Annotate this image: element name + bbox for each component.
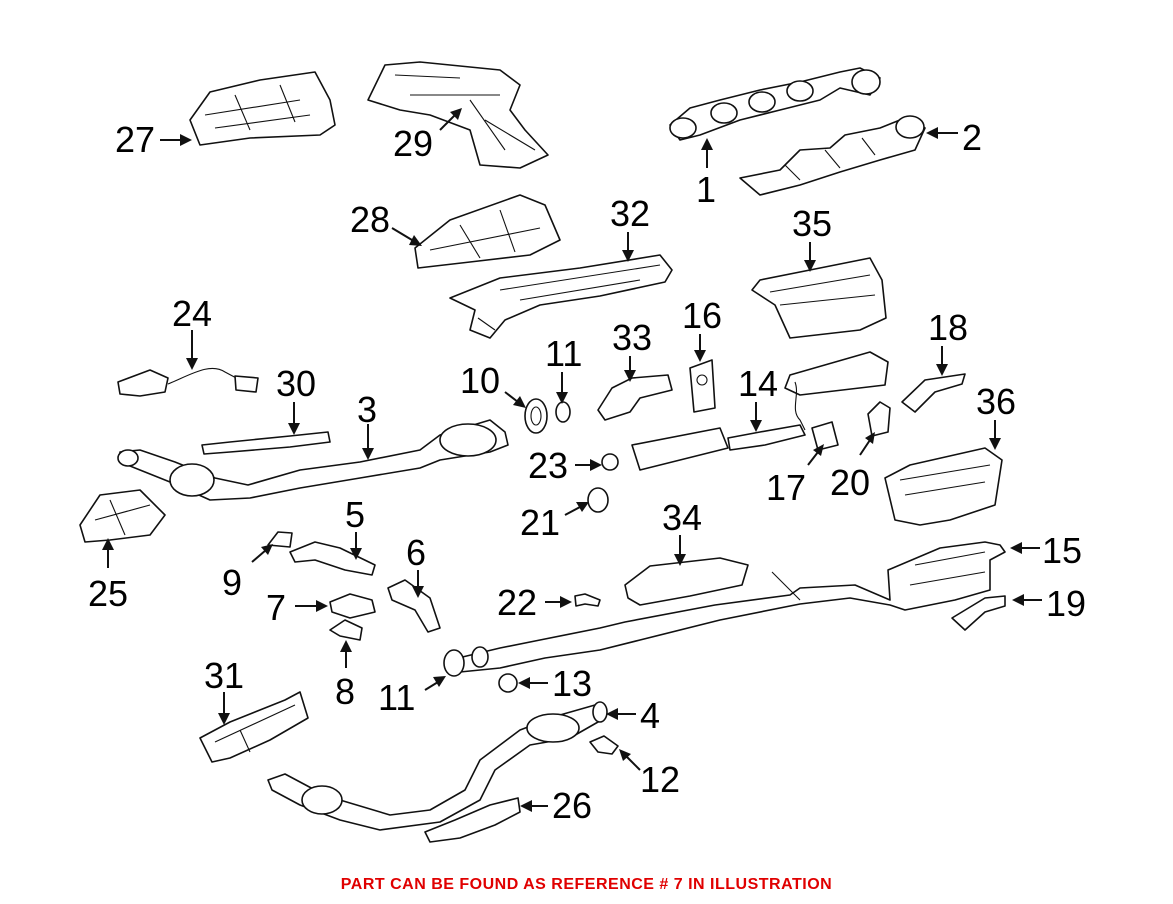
part-11-ring: [555, 401, 571, 423]
callout-23: 23: [528, 445, 568, 486]
callout-15: 15: [1042, 530, 1082, 571]
callout-26: 26: [552, 785, 592, 826]
part-18-bracket: [901, 373, 966, 413]
part-20-hanger: [867, 401, 891, 437]
reference-note: PART CAN BE FOUND AS REFERENCE # 7 IN IL…: [340, 876, 833, 893]
part-12-bolt: [589, 735, 619, 755]
callout-18: 18: [928, 307, 968, 348]
callout-32: 32: [610, 193, 650, 234]
callout-31: 31: [204, 655, 244, 696]
callout-8: 8: [335, 671, 355, 712]
part-6-bracket: [387, 579, 441, 633]
part-22-bolt: [574, 593, 601, 607]
part-9-bracket: [267, 531, 293, 548]
part-32-heat-shield: [449, 254, 673, 339]
part-28-heat-shield: [414, 194, 561, 269]
callout-3: 3: [357, 389, 377, 430]
part-15-rear-muffler: [443, 541, 1006, 677]
part-33-bracket: [597, 374, 673, 421]
callout-30: 30: [276, 363, 316, 404]
callout-35: 35: [792, 203, 832, 244]
part-27-heat-shield: [189, 71, 336, 146]
callout-17: 17: [766, 467, 806, 508]
callout-20: 20: [830, 462, 870, 503]
part-34-heat-shield: [624, 557, 749, 606]
callout-27: 27: [115, 119, 155, 160]
callout-28: 28: [350, 199, 390, 240]
part-23-nut: [601, 453, 619, 471]
leader-arrows: [102, 108, 1042, 812]
part-25-heat-shield: [79, 489, 166, 543]
callout-6: 6: [406, 532, 426, 573]
part-13-nut: [498, 673, 518, 693]
part-5-bracket: [289, 541, 376, 576]
callout-25: 25: [88, 573, 128, 614]
callout-14: 14: [738, 363, 778, 404]
callout-13: 13: [552, 663, 592, 704]
part-3-front-pipe-converter: [117, 419, 509, 501]
callout-9: 9: [222, 562, 242, 603]
part-19-bracket: [951, 595, 1006, 631]
part-14-pipe-muffler: [631, 351, 889, 471]
part-24-oxygen-sensor: [117, 367, 259, 397]
callout-24: 24: [172, 293, 212, 334]
callout-16: 16: [682, 295, 722, 336]
callout-19: 19: [1046, 583, 1086, 624]
callout-11-upper: 11: [545, 333, 582, 374]
callout-1: 1: [696, 169, 716, 210]
part-36-heat-shield: [884, 447, 1003, 526]
part-31-heat-shield: [199, 691, 309, 763]
callout-5: 5: [345, 494, 365, 535]
callout-36: 36: [976, 381, 1016, 422]
callout-4: 4: [640, 695, 660, 736]
callout-29: 29: [393, 123, 433, 164]
part-10-gasket: [524, 398, 548, 434]
part-16-hanger: [689, 359, 716, 413]
callout-labels: 1 2 3 4 5 6 7 8 9 10 11 12 13 14 15 16 1…: [88, 117, 1086, 826]
callout-10: 10: [460, 360, 500, 401]
callout-33: 33: [612, 317, 652, 358]
part-7-clamp: [329, 593, 376, 619]
callout-21: 21: [520, 502, 560, 543]
callout-7: 7: [266, 587, 286, 628]
part-8-clamp: [329, 619, 363, 641]
part-17-clamp: [811, 421, 839, 451]
callout-22: 22: [497, 582, 537, 623]
part-21-gasket: [587, 487, 609, 513]
callout-34: 34: [662, 497, 702, 538]
part-30-bracket: [201, 431, 331, 455]
callout-12: 12: [640, 759, 680, 800]
part-4-front-pipe-converter: [267, 701, 608, 831]
part-1-exhaust-manifold: [669, 67, 881, 141]
callout-2: 2: [962, 117, 982, 158]
part-35-heat-shield: [751, 257, 887, 339]
part-2-exhaust-manifold: [739, 115, 926, 196]
part-26-heat-shield: [424, 797, 521, 843]
callout-11-lower: 11: [378, 677, 415, 718]
